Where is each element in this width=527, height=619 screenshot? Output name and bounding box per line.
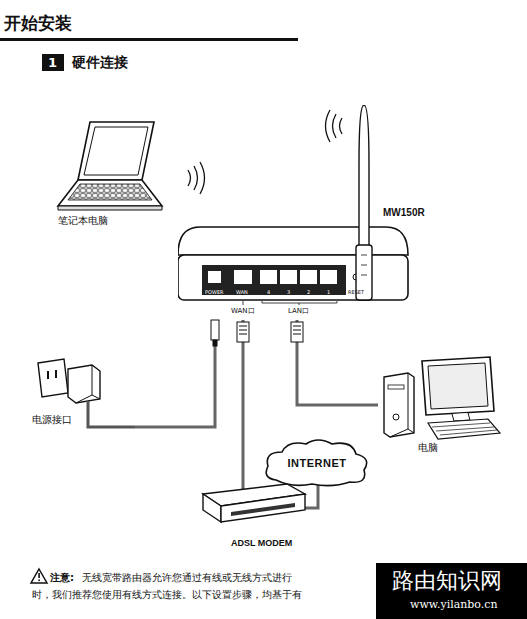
cable-line (135, 320, 215, 427)
section-heading: 开始安装 (4, 12, 72, 35)
cable-plugs (211, 320, 303, 346)
power-outlet-icon: 电源接口 (30, 355, 135, 435)
port-group-label: LAN口 (288, 306, 309, 316)
watermark-url: www.yilanbo.cn (410, 598, 498, 611)
port-label: 2 (307, 289, 310, 295)
cable-line (305, 485, 318, 508)
wireless-waves (188, 110, 342, 194)
step-heading: 硬件连接 (72, 54, 128, 72)
port-group-label: WAN口 (231, 306, 255, 316)
note-heading: 注意: (50, 571, 74, 585)
node-label: MW150R (383, 207, 425, 218)
desktop-pc-icon: 电脑 (378, 355, 503, 455)
step-number-box: 1 (42, 54, 64, 71)
note-text: 无线宽带路由器允许您通过有线或无线方式进行 (82, 571, 292, 585)
internet-cloud: INTERNET (262, 438, 372, 488)
watermark-band (376, 563, 527, 619)
warning-icon (31, 569, 47, 583)
heading-rule (0, 38, 298, 41)
adsl-modem-icon: ADSL MODEM (195, 480, 310, 552)
port-label: 3 (287, 289, 290, 295)
watermark: 路由知识网 (392, 566, 502, 596)
port-label: RESET (348, 289, 364, 295)
laptop-icon: 笔记本电脑 (50, 118, 170, 230)
port-label: POWER (205, 289, 224, 295)
note-text: 时，我们推荐您使用有线方式连接。以下设置步骤，均基于有 (32, 588, 302, 602)
port-label: 4 (267, 289, 270, 295)
node-label: INTERNET (288, 457, 347, 469)
node-label: ADSL MODEM (231, 538, 292, 548)
node-label: 电源接口 (32, 413, 72, 427)
node-label: 电脑 (418, 441, 438, 455)
node-label: 笔记本电脑 (58, 214, 108, 228)
cable-line (242, 320, 245, 492)
port-label: WAN (236, 289, 248, 295)
cable-line (297, 320, 378, 405)
node-label: 1 (48, 56, 58, 69)
router-icon: MW150R POWER WAN 4 3 2 1 RESET WAN口 LAN口 (178, 105, 448, 320)
port-label: 1 (327, 289, 330, 295)
